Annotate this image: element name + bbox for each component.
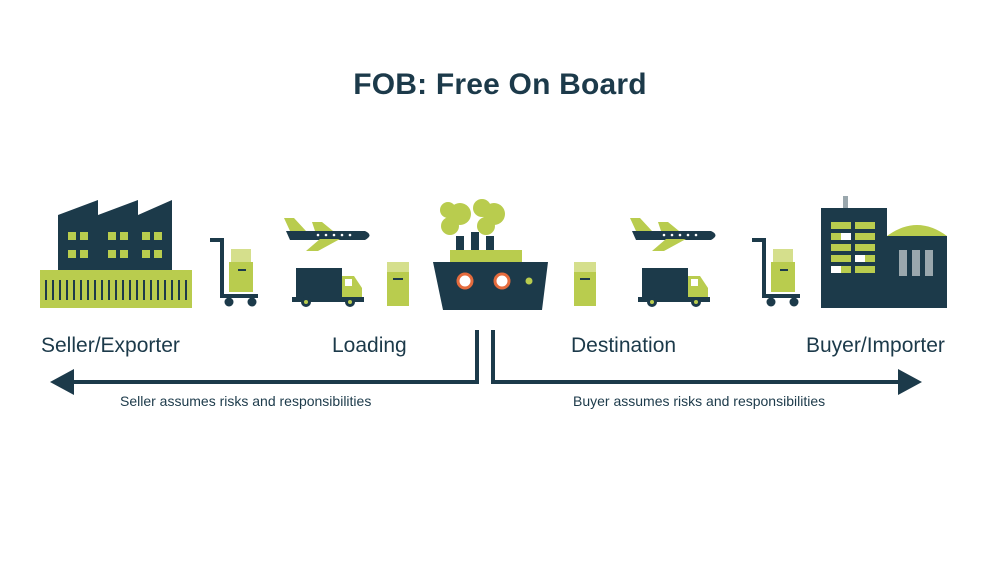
hand-truck-icon — [210, 238, 258, 307]
airplane-icon — [284, 218, 370, 251]
buyer-risk-note: Buyer assumes risks and responsibilities — [573, 393, 826, 409]
box-icon — [574, 262, 596, 306]
stage-label-loading: Loading — [332, 334, 407, 357]
stage-label-seller: Seller/Exporter — [41, 334, 180, 357]
hand-truck-icon — [752, 238, 800, 307]
truck-icon — [638, 268, 710, 307]
seller-risk-note: Seller assumes risks and responsibilitie… — [120, 393, 372, 409]
stage-label-destination: Destination — [571, 334, 677, 357]
ship-icon — [433, 199, 548, 310]
seller-risk-arrow — [50, 330, 479, 395]
box-icon — [387, 262, 409, 306]
airplane-icon — [630, 218, 716, 251]
factory-icon — [40, 200, 192, 308]
buyer-risk-arrow — [491, 330, 922, 395]
diagram-title: FOB: Free On Board — [353, 68, 647, 101]
truck-icon — [292, 268, 364, 307]
stage-label-buyer: Buyer/Importer — [806, 334, 945, 357]
buyer-building-icon — [821, 196, 947, 308]
